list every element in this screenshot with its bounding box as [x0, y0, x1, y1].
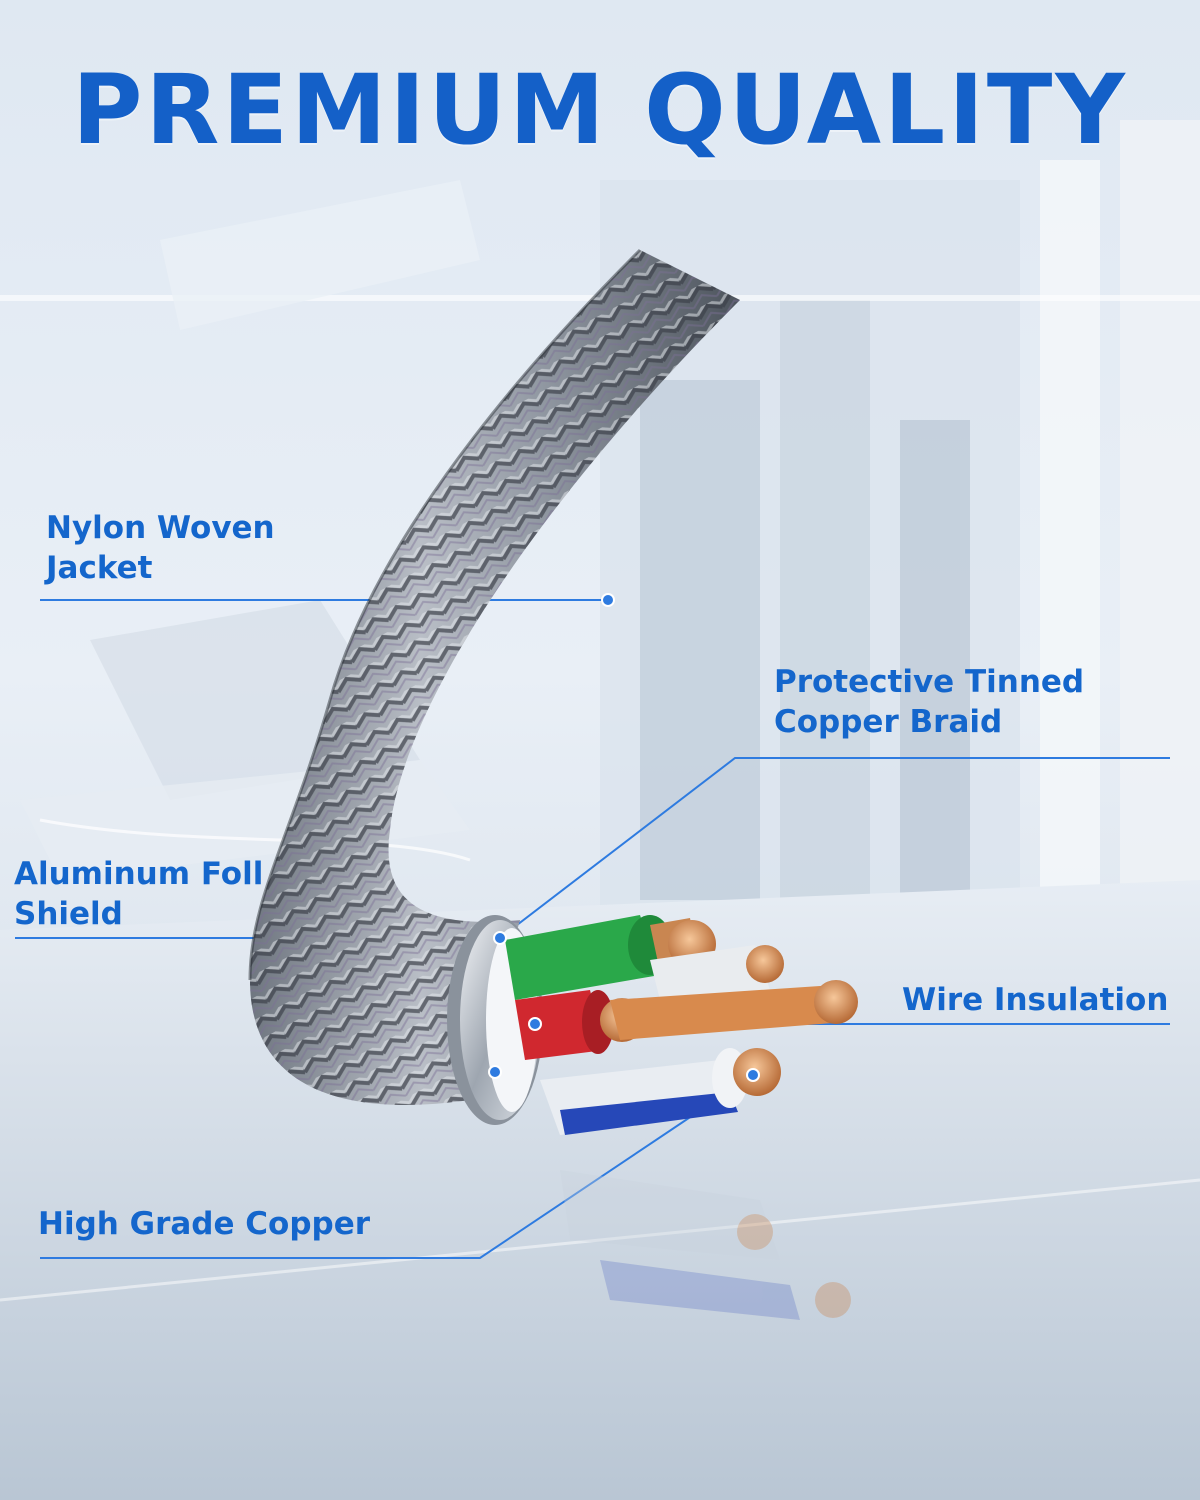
callout-line-text: Wire Insulation	[902, 982, 1169, 1018]
callout-aluminum-foil-shield: Aluminum Foll Shield	[14, 854, 263, 934]
callout-line-text: Jacket	[46, 550, 153, 586]
callout-wire-insulation: Wire Insulation	[902, 980, 1168, 1020]
page-title: PREMIUM QUALITY	[72, 54, 1128, 166]
callout-protective-tinned-copper-braid: Protective Tinned Copper Braid	[774, 662, 1084, 742]
callout-line-text: Protective Tinned	[774, 664, 1085, 700]
callout-nylon-woven-jacket: Nylon Woven Jacket	[46, 508, 275, 588]
callout-line-text: Nylon Woven	[46, 510, 275, 546]
callout-line-text: Copper Braid	[774, 704, 1003, 740]
callout-line-text: Aluminum Foll	[14, 856, 264, 892]
wire-bundle	[505, 915, 858, 1135]
callout-high-grade-copper: High Grade Copper	[38, 1204, 370, 1244]
callout-line-text: High Grade Copper	[38, 1206, 371, 1242]
callout-line-text: Shield	[14, 896, 123, 932]
callout-dots	[488, 593, 760, 1082]
